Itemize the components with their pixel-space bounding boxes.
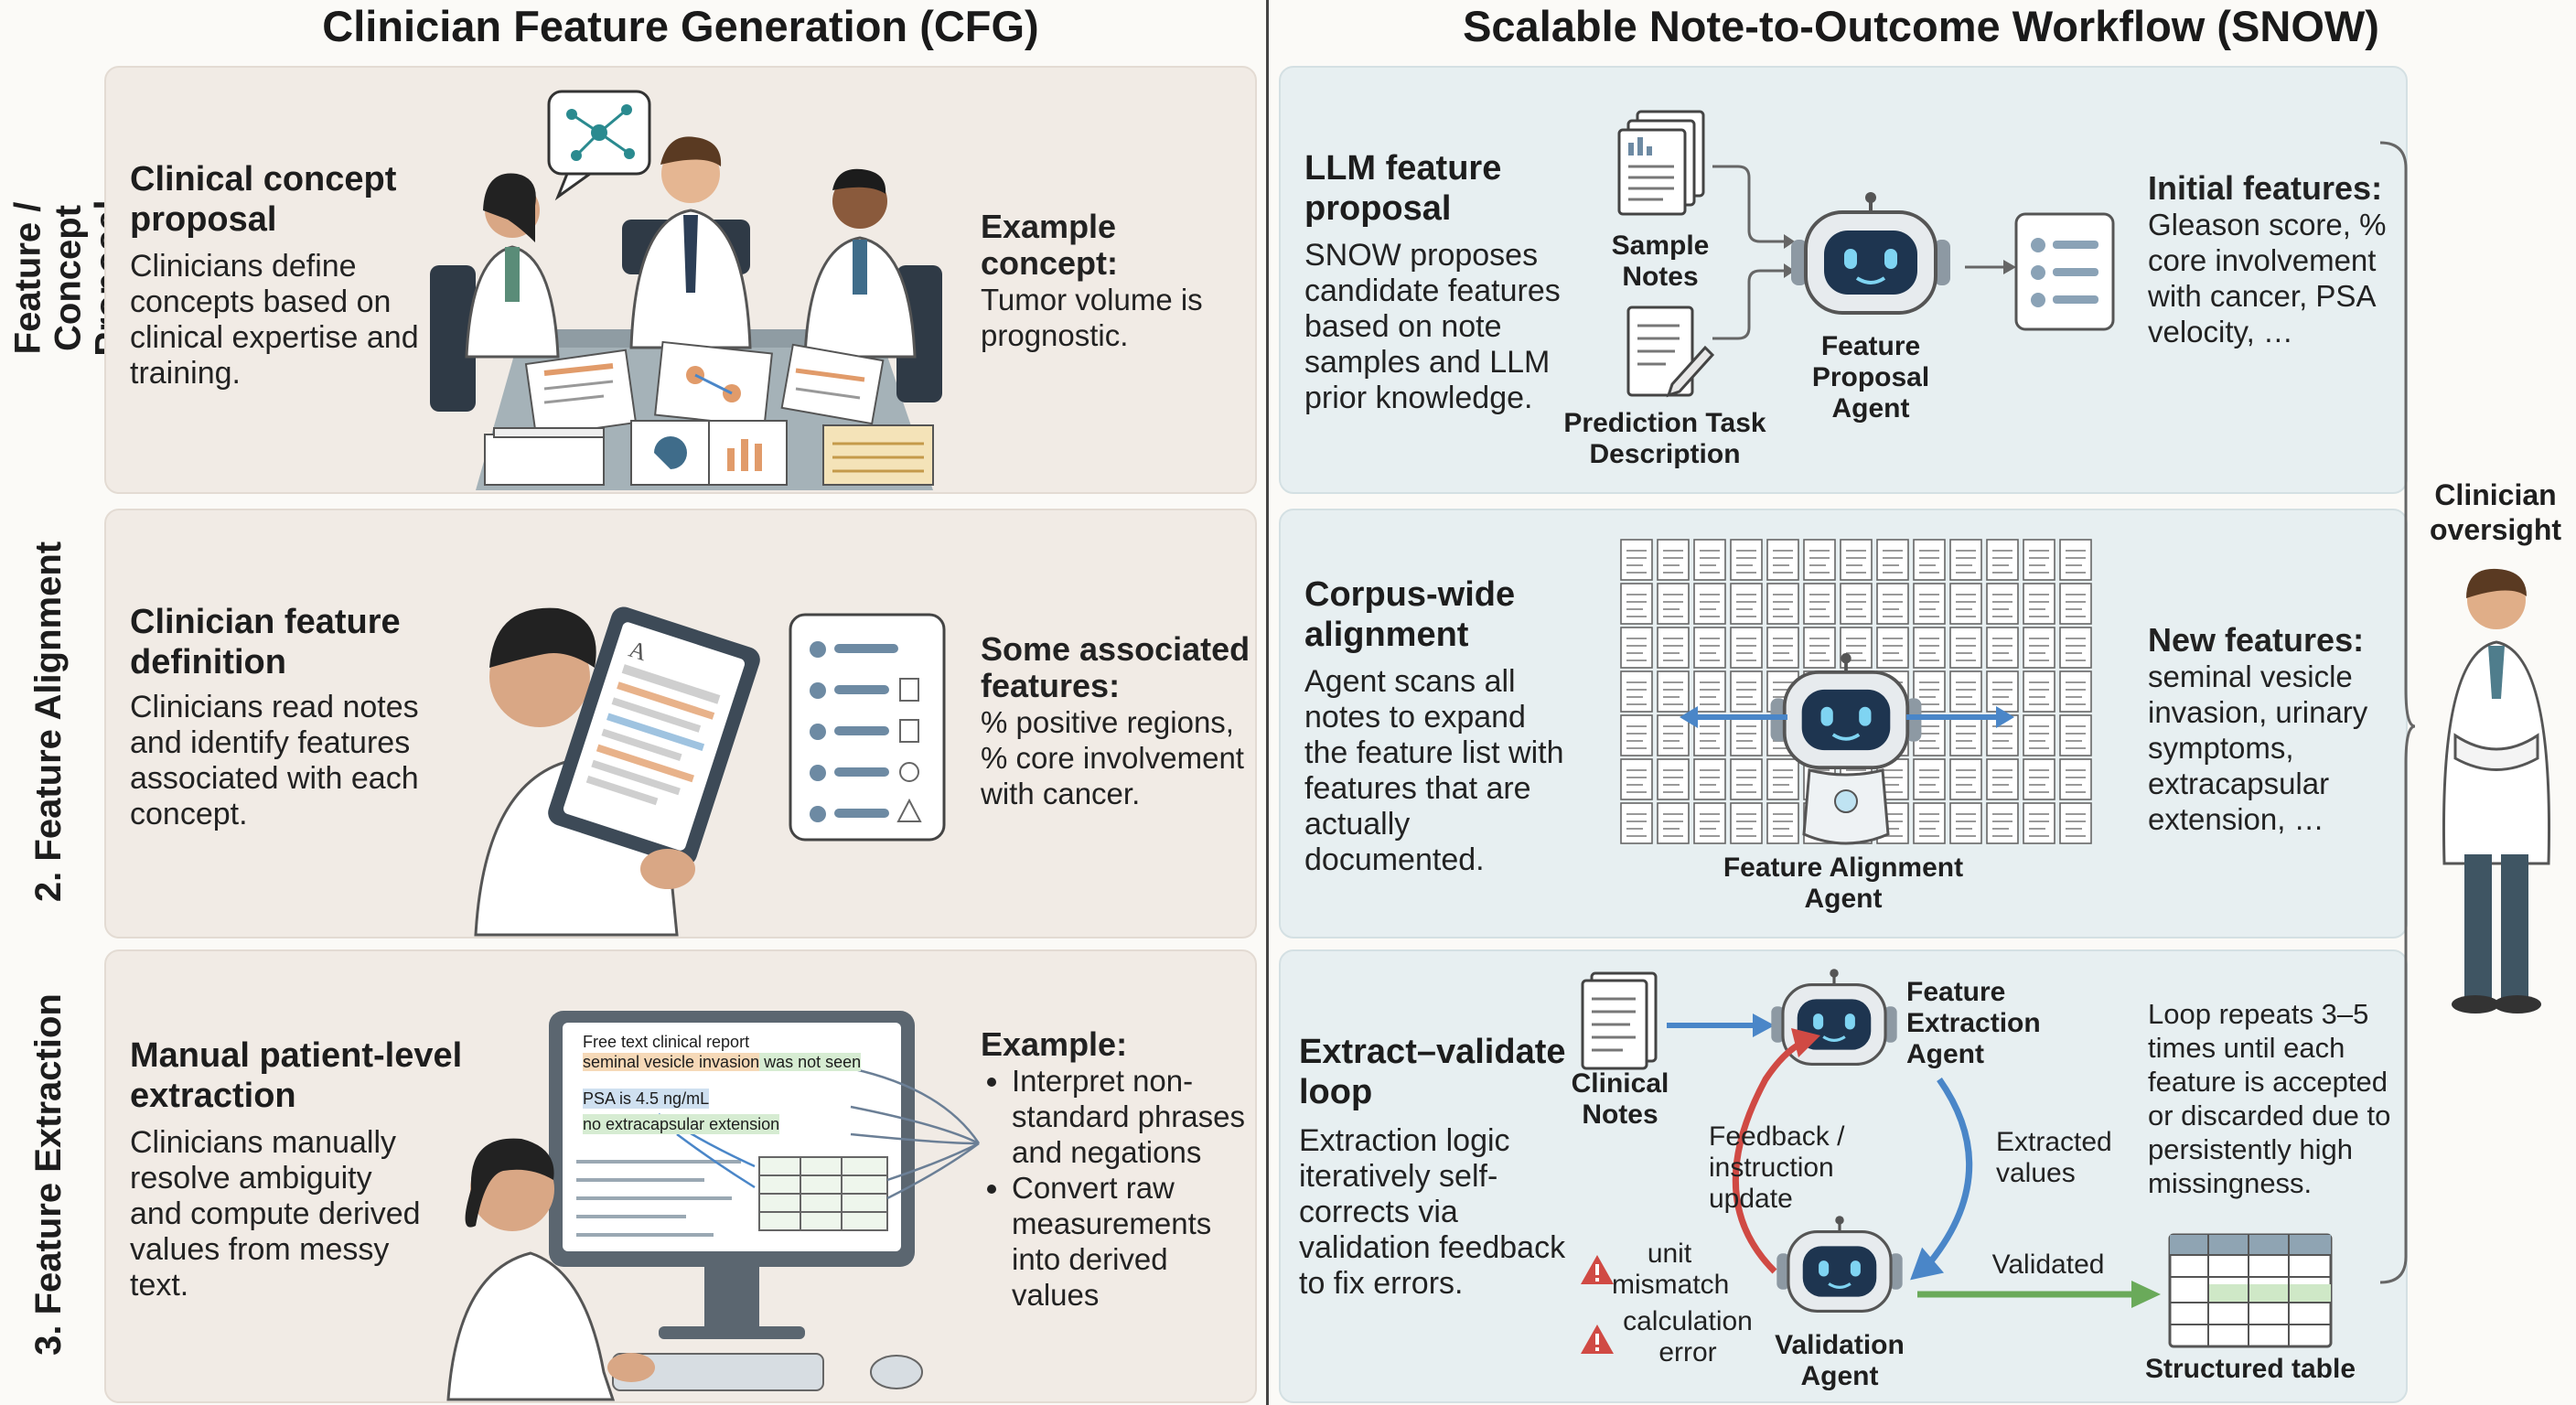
column-divider — [1266, 0, 1269, 1405]
cfg-p1-note-body: Tumor volume is prognostic. — [981, 283, 1203, 352]
snow-p3-body: Extraction logic iteratively self-correc… — [1299, 1123, 1566, 1301]
calculation-error: calculation error — [1623, 1306, 1753, 1367]
cfg-p3-bullet: Convert raw measurements into derived va… — [1012, 1170, 1251, 1313]
cfg-p3-body: Clinicians manually resolve ambiguity an… — [130, 1125, 421, 1303]
snow-p1-note: Initial features: Gleason score, % core … — [2148, 170, 2400, 349]
snow-p1-note-body: Gleason score, % core involvement with c… — [2148, 208, 2387, 349]
cfg-p1-note: Example concept: Tumor volume is prognos… — [981, 209, 1246, 353]
cfg-p3-bullets: Interpret non-standard phrases and negat… — [981, 1063, 1251, 1313]
cfg-p3-title: Manual patient-level extraction — [130, 1036, 463, 1115]
cfg-p2-note-body: % positive regions, % core involvement w… — [981, 705, 1244, 810]
cfg-p1-note-title: Example concept: — [981, 208, 1119, 282]
screen-line-3: no extracapsular extension — [583, 1114, 780, 1134]
cfg-p2-body: Clinicians read notes and identify featu… — [130, 690, 419, 831]
snow-p2-note-body: seminal vesicle invasion, urinary sympto… — [2148, 660, 2368, 836]
feature-extraction-agent-label: Feature Extraction Agent — [1906, 977, 2041, 1069]
cfg-p2-note-title: Some associated features: — [981, 630, 1250, 704]
screen-line-2: PSA is 4.5 ng/mL — [583, 1089, 710, 1109]
snow-p2-title: Corpus-wide alignment — [1304, 575, 1516, 654]
network-idea-icon — [547, 90, 651, 201]
cfg-p3-bullet: Interpret non-standard phrases and negat… — [1012, 1063, 1251, 1170]
cfg-p2-note: Some associated features: % positive reg… — [981, 631, 1255, 811]
proposal-inputs-arrows — [1712, 165, 1795, 340]
alignment-body-icon — [1802, 768, 1890, 845]
sample-notes-label: Sample Notes — [1611, 231, 1710, 292]
feature-checklist-icon — [789, 613, 946, 842]
clinician-tablet-illustration: A — [474, 606, 760, 937]
sample-notes-icon — [1617, 110, 1705, 216]
snow-p2-note: New features: seminal vesicle invasion, … — [2148, 622, 2400, 837]
snow-p3-note: Loop repeats 3–5 times until each featur… — [2148, 998, 2391, 1199]
validation-agent-icon — [1776, 1216, 1903, 1313]
structured-table-icon — [2168, 1233, 2333, 1348]
feature-alignment-agent-label: Feature Alignment Agent — [1723, 853, 1964, 914]
feature-proposal-agent-icon — [1791, 192, 1950, 315]
row-label-extraction: 3. Feature Extraction — [28, 993, 69, 1356]
scan-left-arrow-icon — [1680, 706, 1787, 728]
initial-features-list-icon — [2014, 212, 2115, 331]
row-label-proposal: 1. Feature / Concept Proposal — [0, 199, 129, 356]
oversight-bracket — [2379, 141, 2416, 1284]
notes-to-extraction-arrow — [1667, 1014, 1775, 1037]
clinicians-meeting-illustration — [430, 90, 942, 490]
cfg-title: Clinician Feature Generation (CFG) — [322, 2, 1039, 50]
clinical-notes-icon — [1581, 971, 1658, 1070]
cfg-p3-note-title: Example: — [981, 1025, 1128, 1063]
feature-proposal-agent-label: Feature Proposal Agent — [1811, 331, 1930, 424]
extracted-values-label: Extracted values — [1996, 1127, 2112, 1188]
cfg-p1-title: Clinical concept proposal — [130, 160, 397, 239]
snow-title: Scalable Note-to-Outcome Workflow (SNOW) — [1463, 2, 2379, 50]
clinical-notes-label: Clinical Notes — [1571, 1068, 1669, 1130]
task-description-label: Prediction Task Description — [1563, 408, 1766, 469]
snow-p1-body: SNOW proposes candidate features based o… — [1304, 238, 1561, 415]
clinician-computer-illustration — [446, 1011, 981, 1401]
validation-agent-label: Validation Agent — [1775, 1330, 1905, 1391]
warning-icon — [1581, 1255, 1614, 1284]
snow-p2-body: Agent scans all notes to expand the feat… — [1304, 664, 1564, 877]
cfg-p2-title: Clinician feature definition — [130, 603, 401, 681]
scan-right-arrow-icon — [1906, 706, 2014, 728]
snow-p1-note-title: Initial features: — [2148, 169, 2383, 207]
warning-icon — [1581, 1325, 1614, 1354]
clinician-oversight-label: Clinician oversight — [2429, 478, 2562, 546]
unit-mismatch-error: unit mismatch — [1612, 1239, 1730, 1300]
validated-arrow — [1917, 1281, 2161, 1308]
structured-table-label: Structured table — [2144, 1354, 2356, 1384]
cfg-p3-note: Example: Interpret non-standard phrases … — [981, 1026, 1251, 1313]
screen-table — [758, 1156, 888, 1231]
snow-p3-title: Extract–validate loop — [1299, 1033, 1566, 1111]
extract-validate-loop-arrows — [1732, 1028, 1973, 1281]
snow-p2-note-title: New features: — [2148, 621, 2365, 659]
screen-header: Free text clinical report — [583, 1033, 750, 1051]
snow-p1-title: LLM feature proposal — [1304, 149, 1502, 228]
feedback-label: Feedback / instruction update — [1709, 1121, 1845, 1214]
row-label-alignment: 2. Feature Alignment — [28, 541, 70, 903]
cfg-p1-body: Clinicians define concepts based on clin… — [130, 249, 419, 391]
screen-line-1: seminal vesicle invasion was not seen — [583, 1053, 862, 1071]
validated-label: Validated — [1991, 1249, 2105, 1280]
clinician-oversight-figure — [2442, 568, 2550, 1014]
task-description-icon — [1626, 306, 1715, 398]
proposal-output-arrow — [1965, 260, 2016, 274]
